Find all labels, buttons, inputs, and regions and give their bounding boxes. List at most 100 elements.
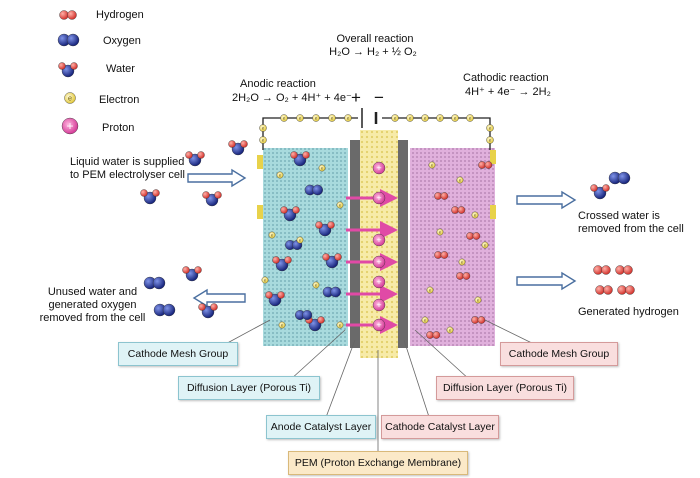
electron-icon: e [391, 114, 399, 122]
svg-text:e: e [489, 138, 492, 143]
cathode-mesh-group-left-label: Cathode Mesh Group [118, 342, 238, 366]
svg-text:+: + [376, 320, 381, 330]
electron-icon: e [406, 114, 414, 122]
svg-text:e: e [489, 126, 492, 131]
svg-text:+: + [376, 277, 381, 287]
hydrogen-molecule-icon [593, 265, 611, 275]
electron-icon: e [280, 114, 288, 122]
cathodic-reaction-title: Cathodic reaction [463, 72, 549, 84]
electron-icon: e [276, 171, 284, 179]
electron-icon: e [296, 114, 304, 122]
tab [490, 150, 496, 164]
proton-icon: + [372, 233, 386, 247]
svg-text:e: e [315, 116, 318, 121]
svg-text:e: e [279, 172, 282, 177]
hydrogen-molecule-icon [456, 272, 471, 280]
electron-icon: e [436, 114, 444, 122]
water-molecule-icon [228, 140, 248, 156]
electron-icon: e [64, 92, 76, 104]
svg-text:e: e [439, 116, 442, 121]
svg-text:e: e [331, 116, 334, 121]
svg-text:e: e [469, 116, 472, 121]
legend-hydrogen-label: Hydrogen [96, 9, 144, 21]
legend-electron-label: Electron [99, 94, 140, 106]
proton-icon: + [372, 318, 386, 332]
svg-text:+: + [376, 163, 381, 173]
svg-text:+: + [376, 300, 381, 310]
water-inflow-arrow [187, 168, 247, 188]
overall-reaction-title: Overall reaction [336, 33, 414, 45]
hydrogen-molecule-icon [451, 206, 466, 214]
electron-icon: e [456, 176, 464, 184]
generated-hydrogen-annotation: Generated hydrogen [578, 306, 679, 318]
water-molecule-icon [58, 62, 78, 78]
cathode-electrode [398, 140, 408, 348]
water-molecule-icon [590, 184, 610, 200]
electron-icon: e [421, 114, 429, 122]
electron-icon: e [328, 114, 336, 122]
svg-text:+: + [376, 257, 381, 267]
cathode-region [410, 148, 495, 346]
crossed-water-arrow [516, 190, 577, 210]
water-molecule-icon [265, 291, 285, 307]
svg-text:e: e [271, 232, 274, 237]
svg-text:e: e [477, 297, 480, 302]
overall-reaction-equation: H₂O → H₂ + ½ O₂ [329, 46, 417, 58]
proton-icon: + [372, 298, 386, 312]
svg-text:e: e [439, 229, 442, 234]
water-supply-annotation-line2: to PEM electrolyser cell [70, 169, 185, 181]
water-molecule-icon [290, 151, 310, 167]
electron-icon: e [466, 114, 474, 122]
unused-water-annotation-line2: generated oxygen [48, 299, 137, 311]
svg-text:e: e [299, 237, 302, 242]
proton-icon: + [372, 275, 386, 289]
svg-text:e: e [409, 116, 412, 121]
svg-text:e: e [262, 138, 265, 143]
electron-icon: e [426, 286, 434, 294]
hydrogen-outflow-arrow [516, 271, 577, 291]
electron-icon: e [486, 136, 494, 144]
electron-icon: e [421, 316, 429, 324]
water-molecule-icon [280, 206, 300, 222]
cathode-mesh-group-right-label: Cathode Mesh Group [500, 342, 618, 366]
cathode-catalyst-layer-label: Cathode Catalyst Layer [381, 415, 499, 439]
water-molecule-icon [140, 189, 160, 205]
electron-icon: e [471, 211, 479, 219]
electron-icon: e [312, 114, 320, 122]
svg-text:e: e [431, 162, 434, 167]
hydrogen-molecule-icon [426, 331, 441, 339]
electron-icon: e [486, 124, 494, 132]
anode-electrode [350, 140, 360, 348]
electron-icon: e [458, 258, 466, 266]
electron-icon: e [259, 124, 267, 132]
svg-text:e: e [474, 212, 477, 217]
svg-text:e: e [339, 202, 342, 207]
electron-icon: e [451, 114, 459, 122]
oxygen-molecule-icon [57, 33, 80, 47]
svg-text:e: e [339, 322, 342, 327]
anodic-reaction-equation: 2H₂O → O₂ + 4H⁺ + 4e⁻ [232, 92, 352, 104]
electron-icon: e [259, 136, 267, 144]
anodic-reaction-title: Anodic reaction [240, 78, 316, 90]
negative-terminal-label: − [374, 88, 384, 107]
hydrogen-molecule-icon [434, 251, 449, 259]
water-molecule-icon [182, 266, 202, 282]
oxygen-molecule-icon [322, 286, 341, 298]
proton-icon: + [372, 191, 386, 205]
svg-text:+: + [376, 193, 381, 203]
oxygen-molecule-icon [153, 303, 176, 317]
hydrogen-molecule-icon [478, 161, 493, 169]
electron-icon: e [261, 276, 269, 284]
svg-text:e: e [262, 126, 265, 131]
electron-icon: e [436, 228, 444, 236]
positive-terminal-label: + [351, 88, 361, 107]
svg-text:e: e [281, 322, 284, 327]
electron-icon: e [312, 281, 320, 289]
electron-icon: e [428, 161, 436, 169]
svg-text:e: e [264, 277, 267, 282]
hydrogen-molecule-icon [466, 232, 481, 240]
svg-text:e: e [424, 317, 427, 322]
crossed-water-annotation-line1: Crossed water is [578, 210, 660, 222]
electron-icon: e [318, 164, 326, 172]
